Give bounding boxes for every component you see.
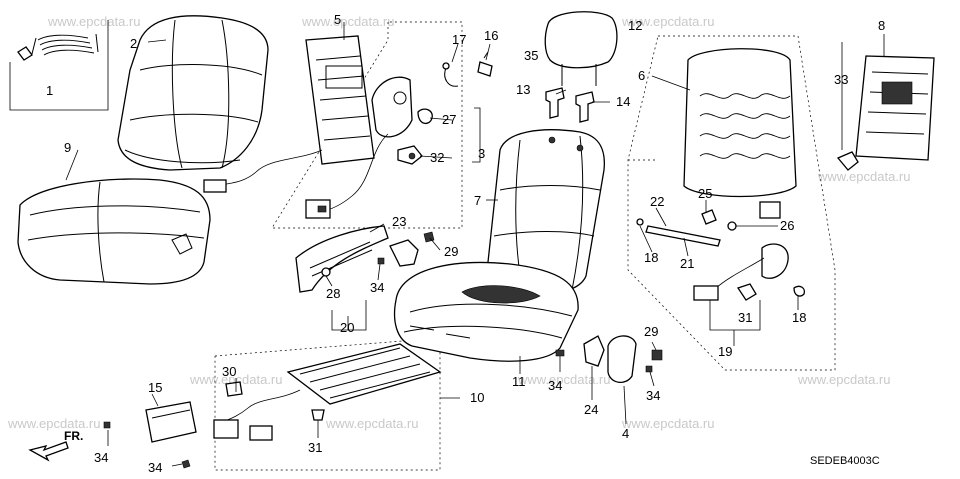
callouts: 1 2 3 4 5 6 7 8 9 10 11 12 13 14 15 16 1… [46, 12, 885, 475]
side-trim-panel [295, 225, 419, 293]
callout-15: 15 [148, 380, 162, 395]
callout-20: 20 [340, 320, 354, 335]
leader-lines [65, 22, 885, 467]
watermark: www.epcdata.ru [7, 416, 101, 431]
callout-4: 4 [622, 426, 629, 441]
callout-23: 23 [392, 214, 406, 229]
watermark: www.epcdata.ru [817, 169, 911, 184]
callout-8: 8 [878, 18, 885, 33]
watermark: www.epcdata.ru [621, 416, 715, 431]
seat-back-heater [203, 35, 375, 193]
watermark: www.epcdata.ru [797, 372, 891, 387]
watermark: www.epcdata.ru [517, 372, 611, 387]
watermark: www.epcdata.ru [47, 14, 141, 29]
bolts [103, 231, 663, 469]
seat-cushion-cover [17, 178, 211, 285]
callout-29: 29 [444, 244, 458, 259]
side-airbag-module [305, 76, 413, 219]
callout-18: 18 [644, 250, 658, 265]
callout-12: 12 [628, 18, 642, 33]
seat-back-assembly [487, 129, 606, 294]
callout-35: 35 [524, 48, 538, 63]
callout-6: 6 [638, 68, 645, 83]
headrest [544, 11, 618, 123]
callout-31: 31 [738, 310, 752, 325]
callout-14: 14 [616, 94, 630, 109]
callout-24: 24 [584, 402, 598, 417]
recline-covers [583, 335, 637, 383]
direction-label: FR. [64, 429, 83, 443]
callout-22: 22 [650, 194, 664, 209]
watermark: www.epcdata.ru [301, 14, 395, 29]
seat-back-cover [117, 15, 269, 171]
power-seat-harness [693, 243, 806, 301]
watermark: www.epcdata.ru [621, 14, 715, 29]
callout-21: 21 [680, 256, 694, 271]
callout-16: 16 [484, 28, 498, 43]
callout-27: 27 [442, 112, 456, 127]
callout-34: 34 [148, 460, 162, 475]
callout-33: 33 [834, 72, 848, 87]
adjust-rod [636, 209, 737, 247]
seat-cushion-assembly [393, 261, 579, 362]
callout-32: 32 [430, 150, 444, 165]
callout-30: 30 [222, 364, 236, 379]
callout-34: 34 [370, 280, 384, 295]
callout-34: 34 [646, 388, 660, 403]
small-fasteners [397, 51, 493, 165]
callout-18: 18 [792, 310, 806, 325]
callout-2: 2 [130, 36, 137, 51]
callout-25: 25 [698, 186, 712, 201]
callout-34: 34 [548, 378, 562, 393]
front-direction-arrow: FR. [28, 429, 83, 462]
callout-10: 10 [470, 390, 484, 405]
callout-29: 29 [644, 324, 658, 339]
callout-31: 31 [308, 440, 322, 455]
callout-1: 1 [46, 83, 53, 98]
callout-26: 26 [780, 218, 794, 233]
callout-19: 19 [718, 344, 732, 359]
diagram-code: SEDEB4003C [810, 455, 880, 467]
callout-5: 5 [334, 12, 341, 27]
seat-back-frame [683, 48, 797, 219]
callout-34: 34 [94, 450, 108, 465]
clip-set [9, 20, 109, 111]
lumbar-frame [836, 55, 935, 171]
callout-7: 7 [474, 193, 481, 208]
trim-cover [145, 401, 197, 443]
callout-17: 17 [452, 32, 466, 47]
callout-11: 11 [512, 374, 526, 389]
watermark: www.epcdata.ru [325, 416, 419, 431]
callout-3: 3 [478, 146, 485, 161]
callout-28: 28 [326, 286, 340, 301]
callout-13: 13 [516, 82, 530, 97]
seat-cushion-heater [213, 343, 442, 441]
callout-9: 9 [64, 140, 71, 155]
